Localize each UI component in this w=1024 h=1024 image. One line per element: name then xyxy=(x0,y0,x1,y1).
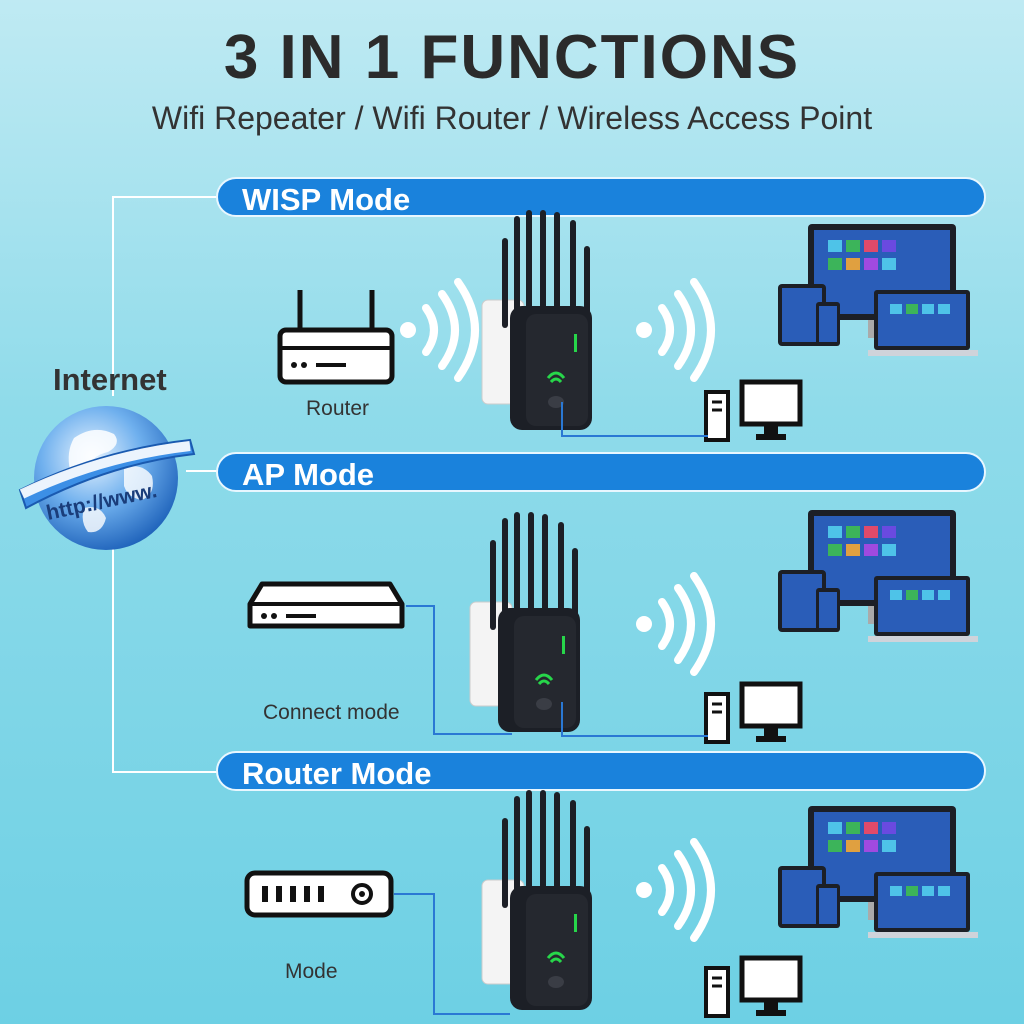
router-icon xyxy=(277,290,395,385)
mode-banner-wisp: WISP Mode xyxy=(216,177,986,217)
desktop-pc-icon xyxy=(704,379,803,442)
wifi-signal-icon xyxy=(400,278,479,382)
ethernet-cable-line xyxy=(561,402,708,437)
ethernet-cable-line xyxy=(561,702,708,737)
connector-line xyxy=(112,540,114,772)
repeater-device-icon xyxy=(481,790,592,1010)
repeater-device-icon xyxy=(481,210,592,430)
connector-line xyxy=(112,196,218,198)
device-caption: Router xyxy=(306,397,370,420)
wifi-signal-icon xyxy=(636,278,715,382)
devices-cluster-icon xyxy=(778,806,978,938)
devices-cluster-icon xyxy=(778,510,978,642)
switch-device-icon xyxy=(247,581,405,629)
mode-label: AP Mode xyxy=(242,457,375,492)
mode-banner-router: Router Mode xyxy=(216,751,986,791)
wifi-signal-icon xyxy=(636,572,715,676)
device-caption: Mode xyxy=(285,960,338,983)
mode-label: WISP Mode xyxy=(242,182,411,217)
mode-label: Router Mode xyxy=(242,756,432,791)
page-title: 3 IN 1 FUNCTIONS xyxy=(223,23,801,92)
internet-label: Internet xyxy=(53,362,167,397)
desktop-pc-icon xyxy=(704,681,803,744)
desktop-pc-icon xyxy=(704,955,803,1018)
connector-line xyxy=(186,470,218,472)
ethernet-cable-line xyxy=(406,605,512,735)
mode-banner-ap: AP Mode xyxy=(216,452,986,492)
device-caption: Connect mode xyxy=(263,701,400,724)
page-subtitle: Wifi Repeater / Wifi Router / Wireless A… xyxy=(151,100,873,136)
connector-line xyxy=(112,196,114,396)
ethernet-cable-line xyxy=(394,893,510,1015)
globe-icon: http://www. xyxy=(18,406,196,550)
devices-cluster-icon xyxy=(778,224,978,356)
wifi-signal-icon xyxy=(636,838,715,942)
repeater-device-icon xyxy=(469,512,580,732)
modem-icon xyxy=(244,870,394,918)
connector-line xyxy=(112,771,218,773)
